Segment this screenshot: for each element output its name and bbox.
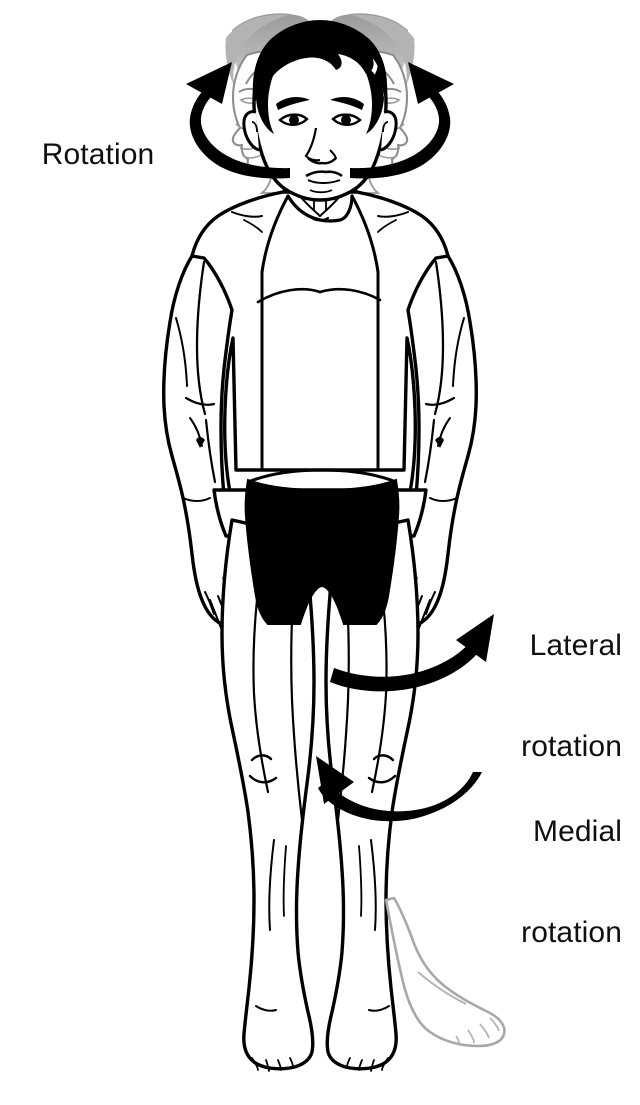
label-lateral-line1: Lateral: [529, 629, 622, 663]
label-medial-line1: Medial: [533, 815, 622, 849]
head-arrow-right-shaft: [350, 84, 451, 179]
medial-arrow-shaft: [318, 772, 482, 822]
label-medial-rotation: Medial rotation: [521, 748, 622, 1017]
label-rotation: Rotation: [8, 104, 154, 205]
label-lateral-line2: rotation: [521, 729, 622, 763]
head-arrow-left-tip: [186, 62, 232, 104]
label-rotation-text: Rotation: [41, 137, 155, 171]
head-arrow-left-shaft: [189, 84, 290, 179]
head-rotation-arrows: [186, 62, 454, 179]
label-medial-line2: rotation: [521, 915, 622, 949]
ghost-foot-lateral: [384, 896, 506, 1048]
lateral-arrow-shaft: [330, 640, 482, 692]
main-head: [242, 20, 398, 202]
medial-arrow-tip: [316, 756, 354, 804]
lateral-arrow-tip: [456, 614, 494, 662]
head-arrow-right-tip: [408, 62, 454, 104]
label-lateral-rotation: Lateral rotation: [521, 562, 622, 831]
thigh-rotation-arrows: [316, 614, 494, 822]
shorts: [244, 468, 400, 625]
